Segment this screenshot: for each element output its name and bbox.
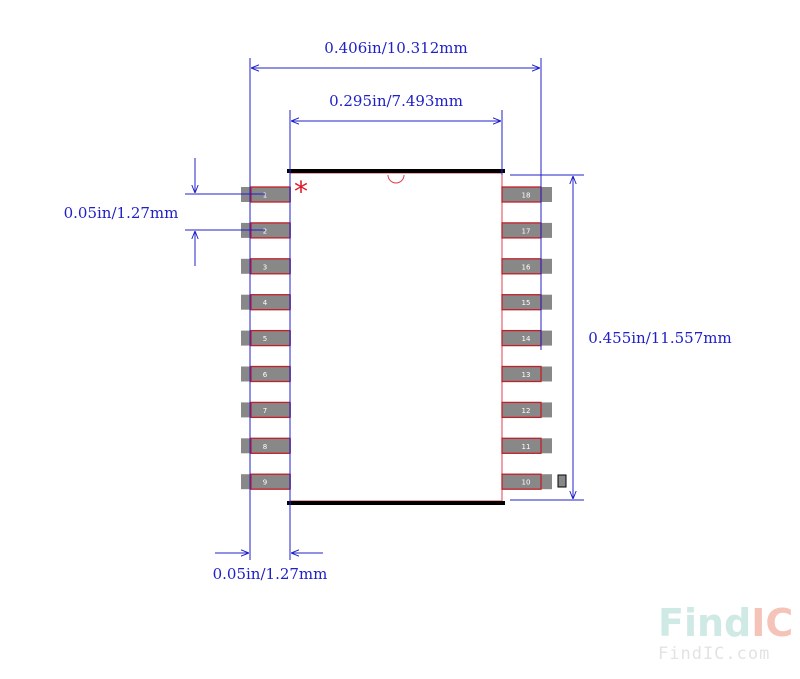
pad-left-5: 5 [241, 329, 291, 347]
body-width-label: 0.295in/7.493mm [329, 92, 463, 110]
pad-fill [241, 330, 291, 346]
watermark-url: FindIC.com [658, 644, 770, 664]
pad-right-17: 17 [501, 222, 552, 239]
pad-fill [241, 438, 291, 454]
pad-fill [502, 187, 552, 202]
pad-fill [502, 366, 552, 382]
watermark-find: Find [658, 601, 751, 645]
pad-fill [502, 330, 552, 346]
pad-right-14: 14 [501, 329, 552, 347]
pin-number: 1 [263, 192, 267, 200]
pad-right-11: 11 [501, 437, 552, 454]
pad-outline [501, 401, 542, 419]
component-body: * [287, 169, 505, 505]
pad-outline [501, 437, 542, 454]
pad-fill [241, 474, 291, 490]
pad-outline [501, 473, 542, 490]
pad-left-6: 6 [241, 365, 291, 383]
pin-number: 14 [522, 335, 531, 343]
pin-number: 4 [263, 299, 268, 307]
pad-fill [502, 222, 552, 238]
pin-number: 15 [522, 299, 531, 307]
body-outline [289, 172, 503, 502]
dimension-pad-offset: 0.05in/1.27mm [213, 553, 328, 583]
pad-fill [502, 438, 552, 454]
body-length-label: 0.455in/11.557mm [588, 329, 731, 347]
pad-fill [241, 294, 291, 310]
pad-fill [502, 402, 552, 418]
pad-fill [241, 366, 291, 382]
pin1-notch [387, 174, 405, 184]
pads-left: 1 2 3 4 5 6 7 8 9 [241, 186, 291, 490]
pin-number: 13 [522, 371, 531, 379]
pad-outline [501, 365, 542, 383]
pin-number: 9 [263, 479, 267, 487]
dimension-pitch: 0.05in/1.27mm [64, 158, 265, 266]
dimension-body-length: 0.455in/11.557mm [510, 174, 732, 501]
pad-left-4: 4 [241, 294, 291, 311]
pin-number: 17 [522, 227, 531, 235]
pin-number: 6 [263, 371, 268, 379]
pin-number: 3 [263, 263, 267, 271]
dimension-overall-width: 0.406in/10.312mm [249, 39, 542, 560]
pad-left-8: 8 [241, 437, 291, 454]
pitch-label: 0.05in/1.27mm [64, 204, 179, 222]
pad-left-9: 9 [241, 473, 291, 490]
dimension-body-width: 0.295in/7.493mm [289, 92, 503, 560]
pad-right-15: 15 [501, 294, 552, 311]
pad-fill [502, 258, 552, 274]
pin10-marker-square [557, 474, 567, 488]
pad-right-18: 18 [501, 186, 552, 203]
pad-fill [241, 187, 291, 202]
pin-number: 10 [522, 479, 531, 487]
watermark-ic: IC [751, 601, 793, 645]
pad-right-16: 16 [501, 258, 552, 275]
pad-fill [241, 222, 291, 238]
pin-number: 7 [263, 407, 267, 415]
pin-number: 8 [263, 443, 267, 451]
pad-fill [241, 258, 291, 274]
pin-number: 12 [522, 407, 531, 415]
pad-right-10: 10 [501, 473, 552, 490]
pin1-marker: * [294, 175, 308, 208]
pin-number: 2 [263, 227, 267, 235]
pad-right-13: 13 [501, 365, 552, 383]
pin-number: 18 [522, 192, 531, 200]
pad-fill [241, 402, 291, 418]
pad-fill [502, 294, 552, 310]
pad-left-7: 7 [241, 401, 291, 419]
pad-left-3: 3 [241, 258, 291, 275]
pad-offset-label: 0.05in/1.27mm [213, 565, 328, 583]
pin-number: 5 [263, 335, 267, 343]
findic-watermark: FindIC FindIC.com [658, 601, 793, 664]
pad-right-12: 12 [501, 401, 552, 419]
pad-fill [502, 474, 552, 490]
pin-number: 11 [522, 443, 531, 451]
watermark-logo: FindIC [658, 601, 793, 645]
overall-width-label: 0.406in/10.312mm [324, 39, 467, 57]
pads-right: 18 17 16 15 14 13 12 11 10 [501, 186, 552, 490]
pin-number: 16 [522, 263, 531, 271]
